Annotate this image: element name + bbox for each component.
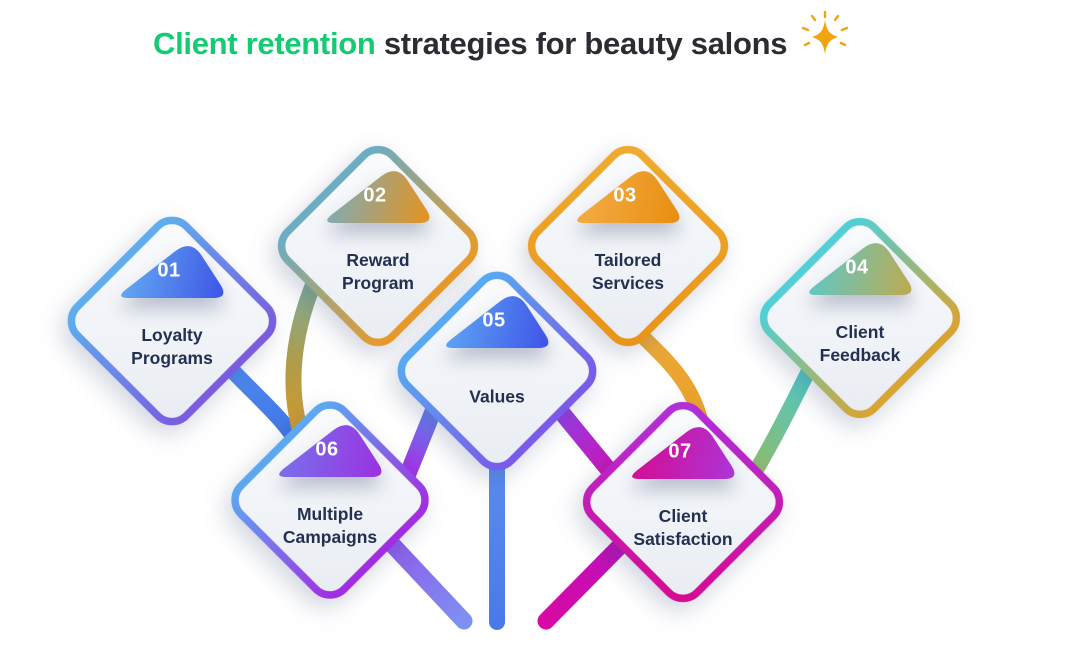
card-label: Client Satisfaction <box>633 506 733 549</box>
badge-number: 01 <box>157 259 181 282</box>
badge-number: 07 <box>668 440 692 463</box>
connector-stem-l2 <box>549 399 621 483</box>
connector-stem-l1 <box>398 395 445 485</box>
card-label: Tailored Services <box>591 250 665 293</box>
diamond-card-07 <box>582 401 784 603</box>
badge-number: 03 <box>613 184 637 207</box>
title-rest: strategies for beauty salons <box>375 26 788 61</box>
card-label: Reward Program <box>342 250 414 293</box>
badge-number: 06 <box>315 438 339 461</box>
number-badge-04 <box>809 243 912 295</box>
number-badge-02 <box>327 171 430 223</box>
card-label: Multiple Campaigns <box>282 504 378 547</box>
connector-stem-s04 <box>746 360 818 482</box>
diamond-card-05 <box>397 271 597 471</box>
badge-number: 02 <box>363 184 387 207</box>
diamond-card-01 <box>67 216 277 426</box>
number-badge-07 <box>632 427 735 479</box>
sparkle-icon <box>801 10 849 54</box>
badge-number: 04 <box>845 256 869 279</box>
page-title: Client retention strategies for beauty s… <box>153 26 788 62</box>
card-label: Values <box>469 386 525 407</box>
diamond-card-03 <box>527 145 729 347</box>
diamond-card-04 <box>759 217 961 419</box>
card-label: Client Feedback <box>819 322 901 365</box>
card-label: Loyalty Programs <box>131 325 213 368</box>
number-badge-05 <box>446 296 549 348</box>
title-highlight: Client retention <box>153 26 376 61</box>
diamond-card-06 <box>231 401 429 599</box>
diamond-card-02 <box>277 145 479 347</box>
connector-stem-s06 <box>379 531 473 630</box>
number-badge-01 <box>121 246 224 298</box>
connector-stem-s07 <box>537 535 631 630</box>
number-badge-06 <box>279 425 382 477</box>
badge-number: 05 <box>482 309 506 332</box>
number-badge-03 <box>577 171 680 223</box>
